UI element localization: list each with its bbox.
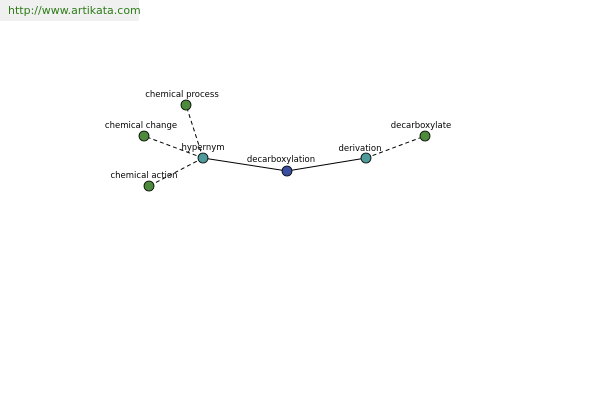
node-derivation[interactable]: [360, 152, 372, 164]
node-decarboxylation[interactable]: [281, 165, 293, 177]
node-hypernym[interactable]: [197, 152, 209, 164]
node-label-chemical-change[interactable]: chemical change: [105, 121, 177, 131]
edge-decarboxylation-hypernym: [202, 157, 288, 172]
node-chemical-process[interactable]: [180, 99, 192, 111]
labels-layer: decarboxylation hypernym derivation chemica…: [105, 90, 451, 181]
edges-layer: [143, 104, 426, 187]
node-label-decarboxylation[interactable]: decarboxylation: [247, 155, 315, 165]
edge-hypernym-chemical-action: [148, 157, 204, 187]
node-label-chemical-action[interactable]: chemical action: [110, 171, 177, 181]
node-label-derivation[interactable]: derivation: [338, 144, 381, 154]
node-decarboxylate[interactable]: [419, 130, 431, 142]
node-label-decarboxylate[interactable]: decarboxylate: [391, 121, 452, 131]
edge-derivation-decarboxylate: [365, 135, 426, 159]
edge-decarboxylation-derivation: [286, 157, 367, 172]
url-banner: http://www.artikata.com: [0, 0, 141, 21]
nodes-layer: [138, 99, 431, 192]
node-label-chemical-process[interactable]: chemical process: [145, 90, 219, 100]
node-chemical-change[interactable]: [138, 130, 150, 142]
edge-hypernym-chemical-change: [143, 135, 204, 159]
edge-hypernym-chemical-process: [185, 104, 204, 159]
node-chemical-action[interactable]: [143, 180, 155, 192]
node-label-hypernym[interactable]: hypernym: [181, 143, 224, 153]
site-url-link[interactable]: http://www.artikata.com: [8, 4, 141, 17]
